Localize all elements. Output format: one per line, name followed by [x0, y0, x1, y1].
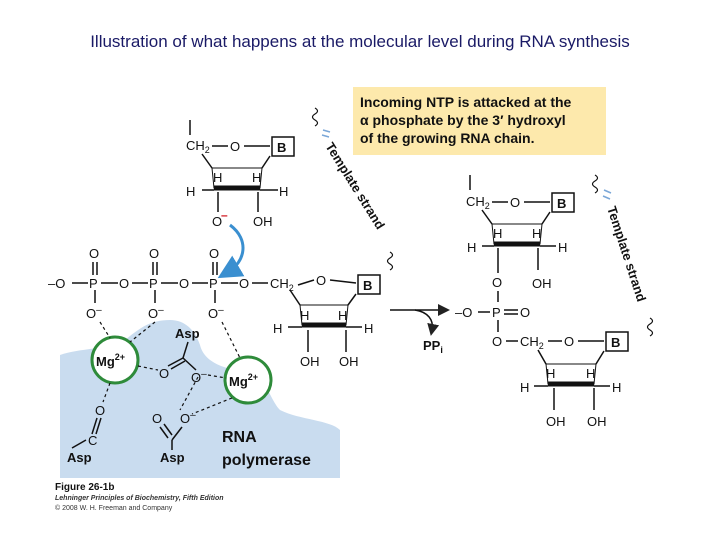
svg-text:O: O — [230, 139, 240, 154]
svg-text:PPi: PPi — [423, 338, 443, 355]
svg-text:OH: OH — [300, 354, 320, 369]
svg-text:O: O — [179, 276, 189, 291]
svg-text:P: P — [149, 276, 158, 291]
svg-text:Lehninger Principles of Bioche: Lehninger Principles of Biochemistry, Fi… — [55, 495, 224, 502]
svg-text:H: H — [213, 170, 222, 185]
svg-text:O–: O– — [86, 305, 102, 321]
svg-text:OH: OH — [253, 214, 273, 229]
product-upper-sugar: CH2 O B H H H H O OH — [466, 175, 575, 291]
svg-text:–O: –O — [48, 276, 65, 291]
incoming-ntp: –O P O O– O P O O– O P O O– O CH2 O — [48, 246, 381, 369]
svg-text:O: O — [89, 246, 99, 261]
callout-line-1: Incoming NTP is attacked at the — [360, 94, 572, 110]
svg-text:OH: OH — [587, 414, 607, 429]
svg-text:O: O — [510, 195, 520, 210]
svg-text:O: O — [119, 276, 129, 291]
svg-text:P: P — [89, 276, 98, 291]
svg-text:H: H — [546, 366, 555, 381]
svg-text:H: H — [279, 184, 288, 199]
svg-text:O: O — [492, 334, 502, 349]
svg-text:P: P — [209, 276, 218, 291]
svg-text:O: O — [95, 403, 105, 418]
svg-text:H: H — [467, 240, 476, 255]
svg-text:B: B — [611, 335, 620, 350]
active-site: Mg2+ Mg2+ Asp O O– O C Asp O O– Asp — [67, 321, 311, 469]
slide-title: Illustration of what happens at the mole… — [90, 32, 630, 51]
top-left-sugar: CH2 O B H H H H O – OH — [186, 120, 295, 229]
svg-text:Template strand: Template strand — [604, 204, 649, 303]
reaction-arrow: PPi — [390, 304, 450, 355]
svg-text:Asp: Asp — [160, 450, 185, 465]
template-strand-right: Template strand — [591, 174, 654, 337]
product-phosphodiester: –O P O O — [455, 291, 530, 349]
svg-text:Figure 26-1b: Figure 26-1b — [55, 482, 114, 493]
svg-text:H: H — [586, 366, 595, 381]
attack-arrow — [217, 223, 245, 279]
svg-text:H: H — [532, 226, 541, 241]
svg-text:–O: –O — [455, 305, 472, 320]
svg-text:O: O — [316, 273, 326, 288]
callout-line-2: α phosphate by the 3′ hydroxyl — [360, 112, 566, 128]
svg-text:P: P — [492, 305, 501, 320]
svg-text:O: O — [492, 275, 502, 290]
product-lower-sugar: CH2 O B H H H H OH OH — [520, 331, 629, 429]
svg-text:H: H — [612, 380, 621, 395]
svg-text:H: H — [252, 170, 261, 185]
svg-text:H: H — [364, 321, 373, 336]
svg-text:Asp: Asp — [67, 450, 92, 465]
svg-text:H: H — [338, 308, 347, 323]
svg-text:O: O — [520, 305, 530, 320]
svg-text:O: O — [212, 214, 222, 229]
svg-text:OH: OH — [339, 354, 359, 369]
mg-ion-1 — [90, 335, 140, 385]
svg-text:Mg2+: Mg2+ — [96, 352, 125, 369]
svg-text:O: O — [149, 246, 159, 261]
svg-text:CH2: CH2 — [270, 276, 294, 293]
svg-text:Asp: Asp — [175, 326, 200, 341]
svg-text:OH: OH — [546, 414, 566, 429]
svg-text:O: O — [152, 411, 162, 426]
svg-text:H: H — [300, 308, 309, 323]
svg-text:B: B — [277, 140, 286, 155]
mg-ion-2 — [223, 355, 273, 405]
svg-text:O–: O– — [191, 369, 207, 385]
svg-text:O: O — [159, 366, 169, 381]
svg-text:O: O — [209, 246, 219, 261]
svg-text:O: O — [239, 276, 249, 291]
svg-text:O–: O– — [208, 305, 224, 321]
svg-text:–: – — [221, 208, 228, 222]
figure-caption: Figure 26-1b Lehninger Principles of Bio… — [55, 482, 224, 512]
svg-text:H: H — [273, 321, 282, 336]
callout-line-3: of the growing RNA chain. — [360, 130, 534, 146]
svg-text:B: B — [557, 196, 566, 211]
svg-text:polymerase: polymerase — [222, 452, 311, 469]
svg-text:CH2: CH2 — [466, 194, 490, 211]
svg-text:H: H — [493, 226, 502, 241]
svg-text:O–: O– — [180, 410, 196, 426]
svg-text:Mg2+: Mg2+ — [229, 372, 258, 389]
svg-text:CH2: CH2 — [186, 138, 210, 155]
svg-text:H: H — [558, 240, 567, 255]
svg-text:B: B — [363, 278, 372, 293]
svg-text:OH: OH — [532, 276, 552, 291]
svg-text:O–: O– — [148, 305, 164, 321]
svg-text:O: O — [564, 334, 574, 349]
svg-text:H: H — [520, 380, 529, 395]
svg-text:CH2: CH2 — [520, 334, 544, 351]
callout-box: Incoming NTP is attacked at the α phosph… — [353, 87, 606, 155]
svg-text:RNA: RNA — [222, 429, 257, 446]
svg-text:H: H — [186, 184, 195, 199]
svg-text:© 2008 W. H. Freeman and Compa: © 2008 W. H. Freeman and Company — [55, 504, 173, 512]
svg-text:C: C — [88, 433, 97, 448]
